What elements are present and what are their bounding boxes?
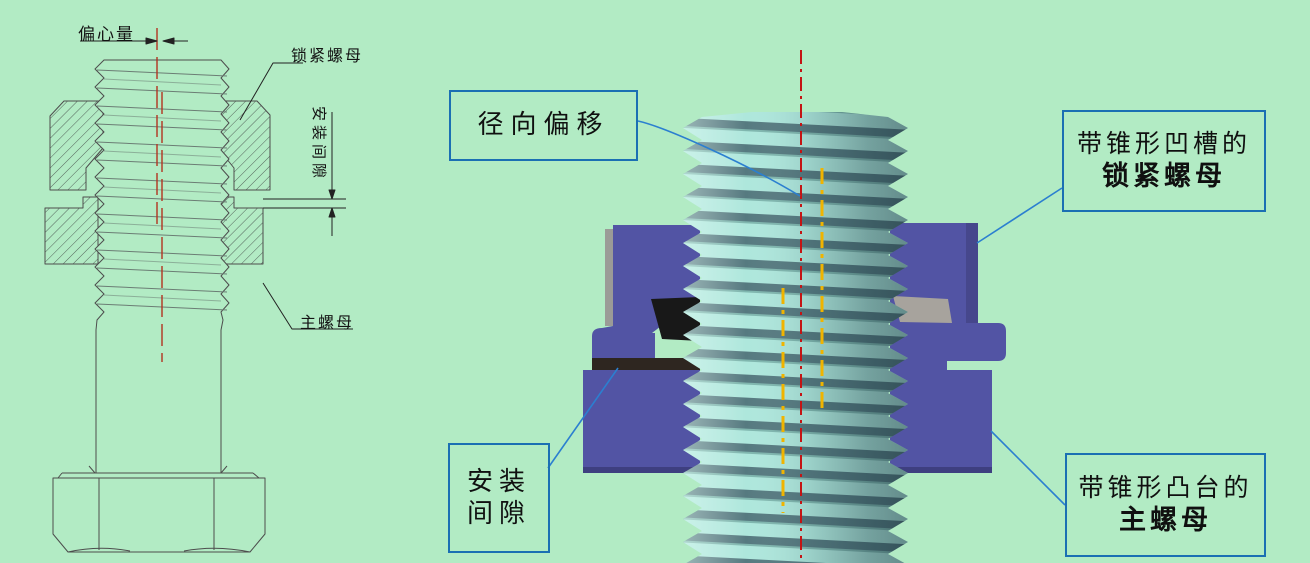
clearance-callout-line2: 间隙 — [466, 499, 531, 528]
3d-section-view — [547, 50, 1066, 563]
2d-clearance-dimension — [263, 112, 346, 236]
2d-centerlines — [156, 28, 163, 362]
clearance-callout-line1: 安装 — [466, 466, 531, 496]
2d-eccentricity-dimension — [80, 37, 188, 45]
callout-leaders — [547, 120, 1066, 506]
3d-lock-nut — [592, 223, 1006, 361]
main-nut-callout: 带锥形凸台的 主螺母 — [1065, 453, 1266, 557]
radial-offset-callout: 径向偏移 — [449, 90, 638, 161]
clearance-callout: 安装 间隙 — [448, 443, 550, 553]
2d-main-nut — [44, 196, 264, 265]
3d-axis-lines — [781, 50, 824, 562]
lock-nut-callout: 带锥形凹槽的 锁紧螺母 — [1062, 110, 1266, 212]
2d-section-view — [44, 28, 353, 553]
lock-nut-label: 锁紧螺母 — [291, 48, 364, 65]
main-nut-callout-line1: 带锥形凸台的 — [1078, 474, 1253, 502]
2d-hex-head — [52, 465, 266, 553]
lock-nut-callout-line1: 带锥形凹槽的 — [1076, 130, 1251, 158]
main-nut-callout-line2: 主螺母 — [1119, 504, 1212, 535]
eccentricity-label: 偏心量 — [78, 25, 135, 44]
install-clearance-label: 安装间隙 — [310, 106, 326, 183]
radial-offset-text: 径向偏移 — [477, 110, 610, 140]
3d-clearance-gap — [592, 358, 700, 370]
lock-nut-callout-line2: 锁紧螺母 — [1102, 160, 1226, 191]
2d-leaders — [239, 62, 353, 330]
3d-main-nut — [583, 361, 992, 473]
main-nut-label: 主螺母 — [300, 315, 355, 332]
3d-threaded-rod — [683, 112, 908, 563]
